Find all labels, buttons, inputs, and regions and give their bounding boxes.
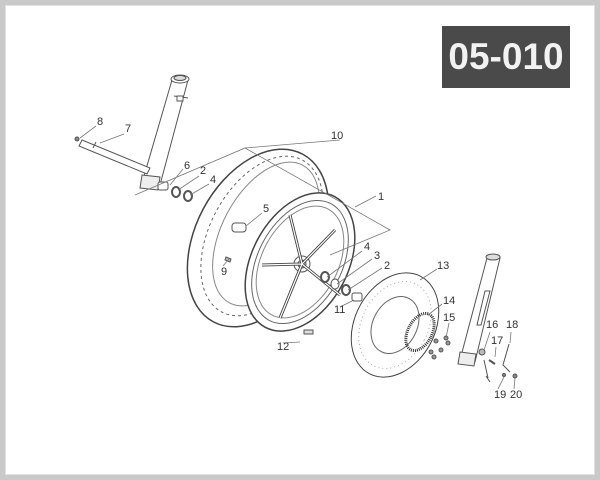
callout-14[interactable]: 14	[443, 295, 456, 307]
diagram-code-badge: 05-010	[442, 26, 570, 88]
callout-19[interactable]: 19	[494, 389, 507, 401]
callout-5[interactable]: 5	[263, 203, 270, 215]
disc-bolts-drawing	[428, 335, 451, 360]
valve-drawing	[224, 256, 232, 263]
callout-1[interactable]: 1	[378, 191, 385, 203]
callout-18[interactable]: 18	[506, 319, 519, 331]
callout-6[interactable]: 6	[184, 160, 191, 172]
callout-10[interactable]: 10	[331, 130, 344, 142]
callout-13[interactable]: 13	[437, 260, 450, 272]
callout-7[interactable]: 7	[125, 123, 132, 135]
callout-17[interactable]: 17	[491, 335, 504, 347]
balance-weights-drawing	[303, 329, 314, 335]
callout-8[interactable]: 8	[97, 116, 104, 128]
callout-9[interactable]: 9	[221, 266, 228, 278]
callout-2[interactable]: 2	[384, 260, 391, 272]
callout-11[interactable]: 11	[334, 304, 346, 316]
right-fork-leg-drawing	[457, 253, 501, 367]
right-bearings-drawing	[320, 271, 363, 302]
abs-sensor-drawing	[478, 343, 518, 383]
callout-15[interactable]: 15	[443, 312, 456, 324]
callout-16[interactable]: 16	[486, 319, 499, 331]
spacer-drawing	[231, 222, 247, 233]
left-spacers-drawing	[157, 181, 193, 202]
callout-20[interactable]: 20	[510, 389, 523, 401]
leader-lines	[79, 125, 516, 390]
callout-4[interactable]: 4	[364, 241, 371, 253]
brake-disc-drawing	[350, 272, 440, 378]
left-fork-leg-drawing	[139, 74, 190, 191]
axle-drawing	[74, 136, 151, 175]
callout-2[interactable]: 2	[200, 165, 207, 177]
callout-4[interactable]: 4	[210, 174, 217, 186]
callout-12[interactable]: 12	[277, 341, 290, 353]
callout-3[interactable]: 3	[374, 250, 381, 262]
